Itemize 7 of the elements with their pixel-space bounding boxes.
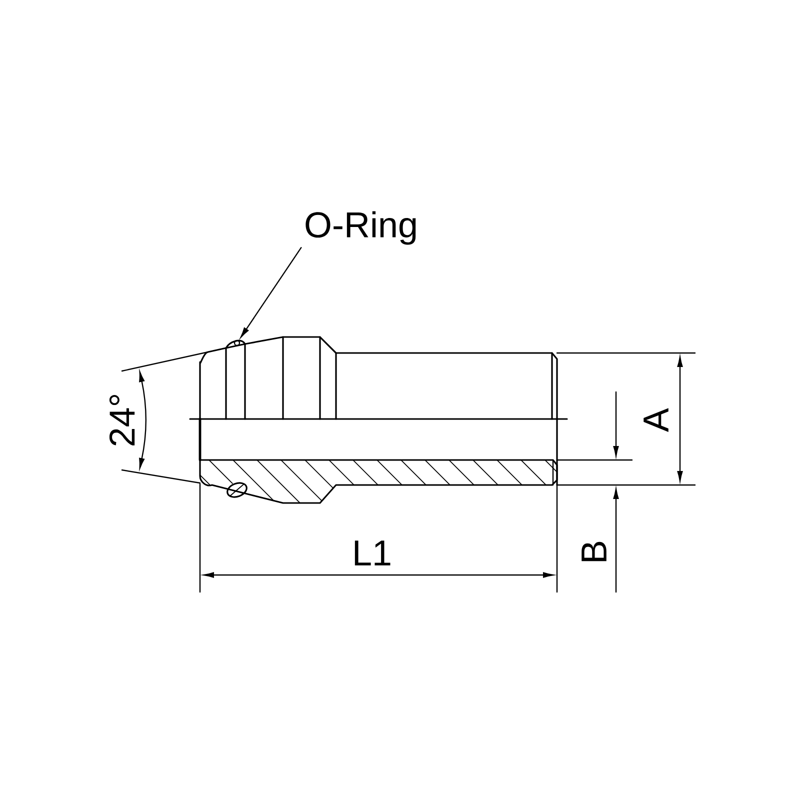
dimension-label: L1 — [354, 540, 390, 566]
leader-line — [240, 246, 302, 338]
dimension-label: A — [644, 408, 668, 432]
o-ring-marker — [234, 340, 240, 346]
dimension-label: 24° — [109, 394, 135, 446]
callout-label: O-Ring — [306, 211, 416, 245]
dimension-label: B — [582, 542, 606, 562]
